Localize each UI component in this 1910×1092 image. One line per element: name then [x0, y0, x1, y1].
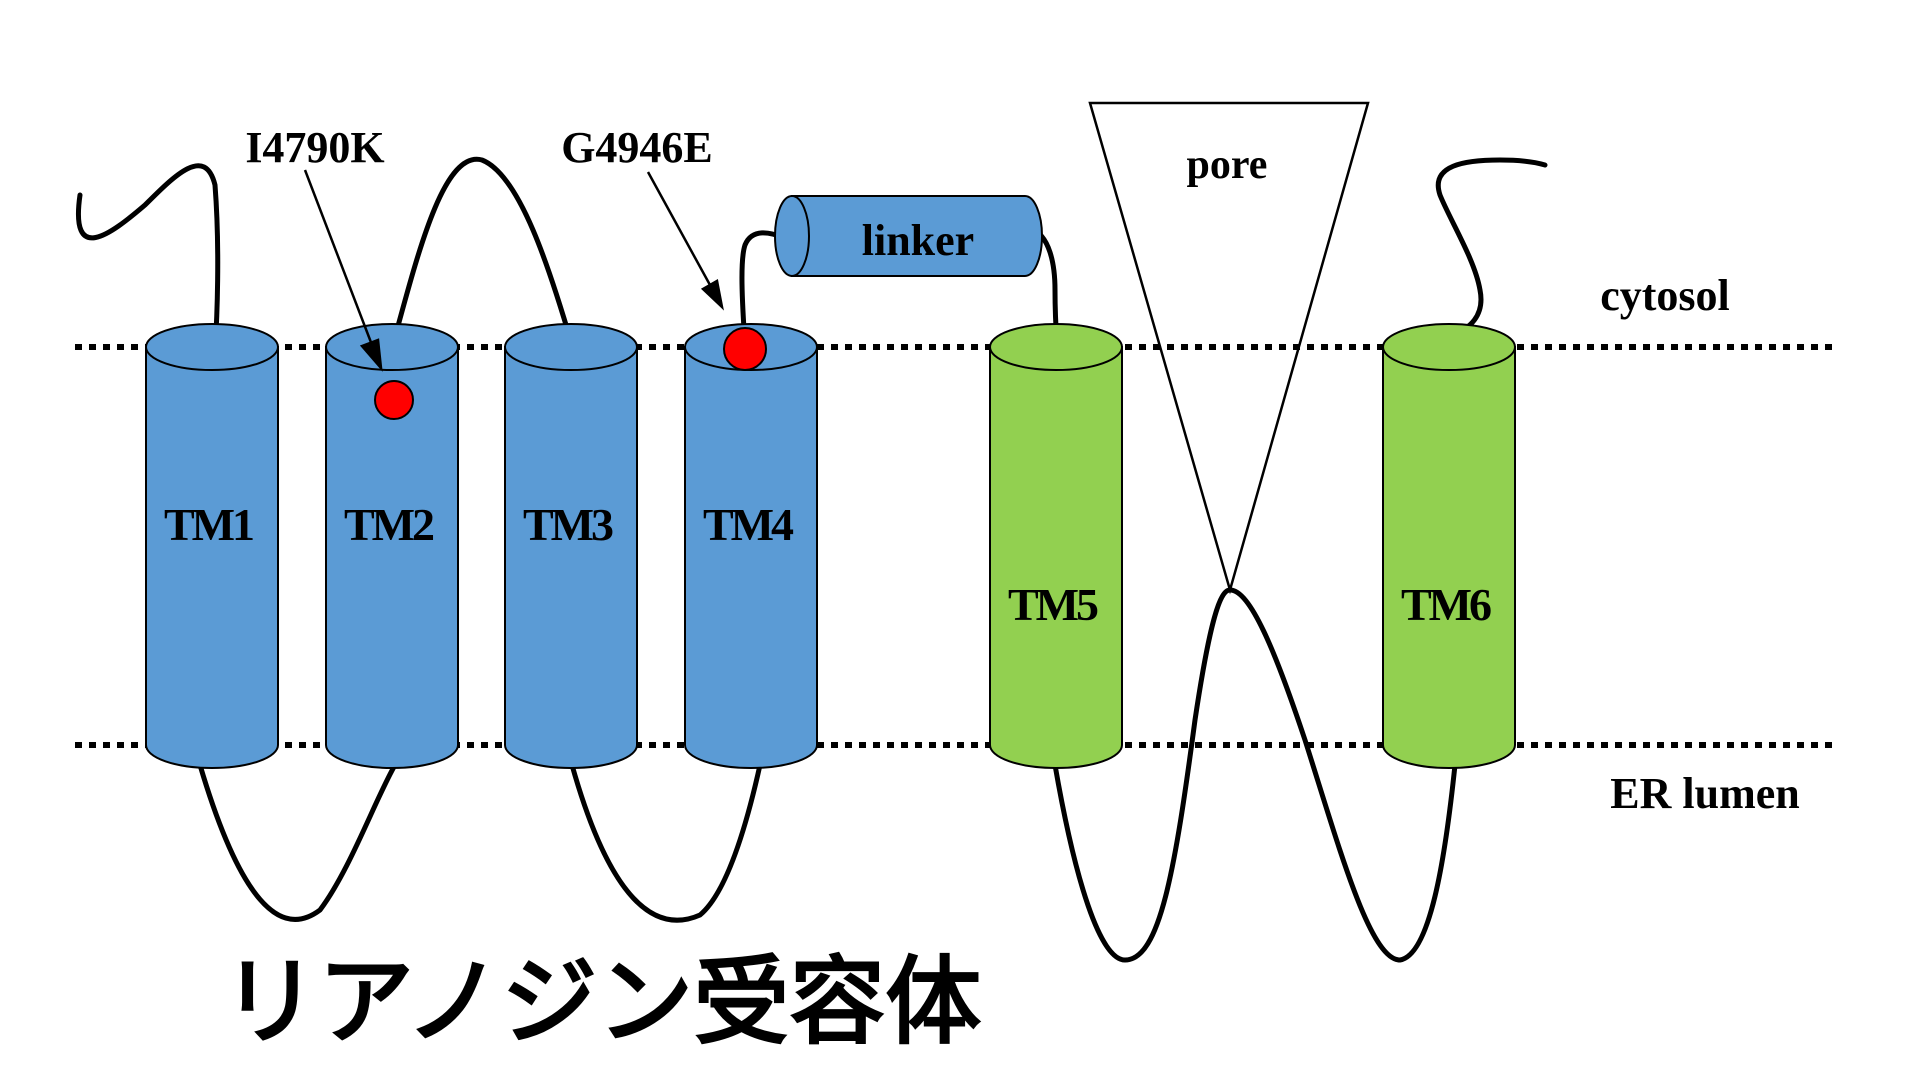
loop-tm3-tm4: [569, 762, 763, 923]
linker-end-cap: [774, 195, 810, 277]
c-terminal-tail: [1435, 157, 1548, 338]
helix-tm6: TM6: [1382, 323, 1516, 769]
linker-helix: linker: [774, 195, 1043, 277]
helix-tm5-body: [989, 346, 1123, 769]
helix-tm5-top-cap: [989, 323, 1123, 371]
helix-tm3: TM3: [504, 323, 638, 769]
mutation-arrows: [303, 169, 724, 372]
linker-label: linker: [862, 216, 974, 265]
linker-body: [791, 195, 1043, 277]
arrow-i4790k-shaft: [303, 169, 374, 346]
helix-tm1-top-cap: [145, 323, 279, 371]
helix-tm6-body: [1382, 346, 1516, 769]
mutation-i4790k-label: I4790K: [245, 123, 384, 172]
loop-tm4-linker: [739, 230, 788, 348]
helix-tm4-label: TM4: [703, 499, 794, 550]
caption: リアノジン受容体: [222, 946, 981, 1058]
helix-tm4-body: [684, 346, 818, 769]
helix-tm4: TM4: [684, 323, 818, 769]
helix-tm1: TM1: [145, 323, 279, 769]
pore-triangle: [1088, 101, 1370, 595]
arrow-i4790k-head: [359, 338, 383, 372]
cytosol-label: cytosol: [1600, 271, 1730, 320]
mutation-g4946e-label: G4946E: [561, 123, 713, 172]
helix-tm3-body: [504, 346, 638, 769]
mutation-i4790k-dot: [374, 380, 414, 420]
helix-tm3-label: TM3: [523, 499, 613, 550]
pore-funnel: pore: [1088, 101, 1370, 595]
helix-tm2: TM2: [325, 323, 459, 769]
helix-tm5-label: TM5: [1008, 579, 1098, 630]
arrow-g4946e-head: [700, 279, 724, 311]
helix-tm6-top-cap: [1382, 323, 1516, 371]
arrow-g4946e-shaft: [646, 171, 712, 286]
helix-tm2-top-cap: [325, 323, 459, 371]
mutation-g4946e-dot: [723, 327, 767, 371]
helix-tm2-body: [325, 346, 459, 769]
helix-tm2-label: TM2: [344, 499, 434, 550]
helix-tm3-top-cap: [504, 323, 638, 371]
helix-tm6-label: TM6: [1401, 579, 1491, 630]
loop-tm2-tm3: [392, 156, 575, 348]
n-terminal-tail: [76, 163, 221, 353]
er-lumen-label: ER lumen: [1610, 769, 1799, 818]
helix-tm5: TM5: [989, 323, 1123, 769]
helix-tm1-body: [145, 346, 279, 769]
helix-tm1-label: TM1: [164, 499, 253, 550]
loop-tm1-tm2: [197, 762, 398, 922]
pore-label: pore: [1187, 142, 1268, 188]
